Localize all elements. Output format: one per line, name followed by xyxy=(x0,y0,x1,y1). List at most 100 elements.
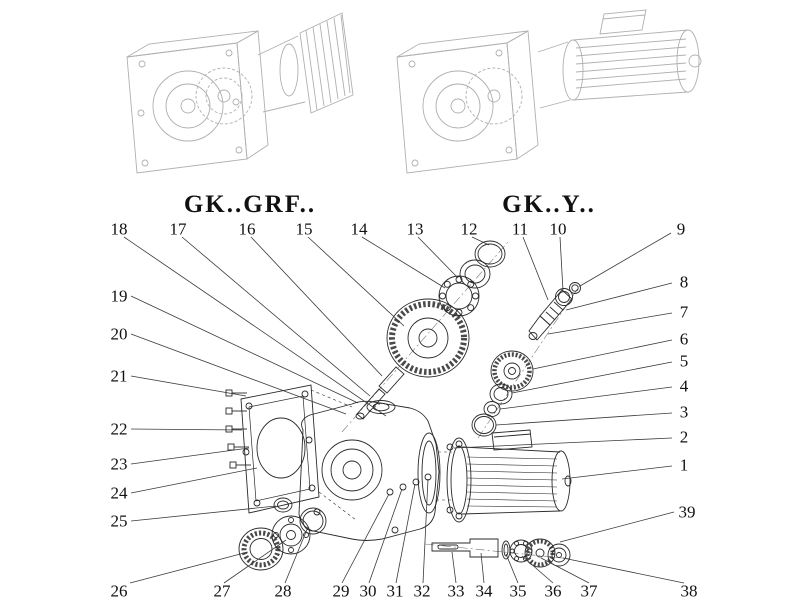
leader-line xyxy=(130,428,243,431)
leader-line xyxy=(499,386,673,410)
leader-line xyxy=(395,483,416,584)
callout-21: 21 xyxy=(110,366,128,386)
input-bearing xyxy=(438,275,480,317)
callout-3: 3 xyxy=(679,402,689,422)
callout-19: 19 xyxy=(110,286,128,306)
exploded-view xyxy=(225,240,583,571)
variant-label-gk-y: GK..Y.. xyxy=(502,191,596,218)
leader-line xyxy=(505,553,519,584)
callout-16: 16 xyxy=(238,219,256,239)
callout-35: 35 xyxy=(509,581,527,600)
spacer-washers xyxy=(471,383,513,437)
leader-line xyxy=(422,478,429,584)
leader-line xyxy=(522,236,549,301)
callout-23: 23 xyxy=(110,454,128,474)
leader-line xyxy=(130,333,347,415)
pinion-shaft xyxy=(528,289,573,341)
callout-29: 29 xyxy=(332,581,350,600)
callout-15: 15 xyxy=(295,219,313,239)
callout-30: 30 xyxy=(359,581,377,600)
leader-line xyxy=(130,505,277,522)
callout-26: 26 xyxy=(110,581,128,600)
callout-11: 11 xyxy=(511,219,529,239)
leader-line xyxy=(532,339,673,370)
seal-ring xyxy=(474,240,506,268)
callout-28: 28 xyxy=(274,581,292,600)
callout-20: 20 xyxy=(110,324,128,344)
leader-line xyxy=(547,312,673,335)
leader-line xyxy=(130,447,250,465)
callout-7: 7 xyxy=(679,302,689,322)
output-shaft-assembly xyxy=(431,538,571,568)
leader-line xyxy=(562,557,685,584)
assembled-view-gk-grf xyxy=(126,12,354,174)
callout-36: 36 xyxy=(544,581,562,600)
callout-10: 10 xyxy=(549,219,567,239)
callout-13: 13 xyxy=(406,219,424,239)
leader-line xyxy=(559,236,564,292)
leader-lines xyxy=(123,232,685,584)
leader-line xyxy=(129,551,249,584)
leader-line xyxy=(223,539,287,584)
leader-line xyxy=(250,236,383,377)
input-shaft xyxy=(355,366,405,420)
variant-label-gk-grf: GK..GRF.. xyxy=(183,191,317,218)
callout-27: 27 xyxy=(213,581,231,600)
leader-line xyxy=(130,295,359,404)
leader-line xyxy=(123,236,387,417)
callout-18: 18 xyxy=(110,219,128,239)
callout-25: 25 xyxy=(110,511,128,531)
callout-34: 34 xyxy=(475,581,493,600)
callout-6: 6 xyxy=(679,329,689,349)
callout-39: 39 xyxy=(678,502,696,522)
callout-22: 22 xyxy=(110,419,128,439)
leader-line xyxy=(130,467,258,494)
leader-line xyxy=(341,493,390,584)
leader-line xyxy=(480,552,485,584)
flange-plate xyxy=(240,384,320,514)
leader-line xyxy=(471,236,490,246)
callout-5: 5 xyxy=(679,351,689,371)
leader-line xyxy=(559,511,675,543)
electric-motor xyxy=(446,429,572,523)
callout-9: 9 xyxy=(676,219,686,239)
leader-line xyxy=(511,361,673,394)
callout-4: 4 xyxy=(679,376,689,396)
leader-line xyxy=(368,488,403,584)
housing-fasteners xyxy=(386,473,432,496)
callout-1: 1 xyxy=(679,455,689,475)
pinion-rings xyxy=(555,282,581,306)
callout-38: 38 xyxy=(680,581,698,600)
leader-line xyxy=(451,551,457,584)
leader-line xyxy=(307,236,405,327)
callout-33: 33 xyxy=(447,581,465,600)
callout-24: 24 xyxy=(110,483,128,503)
callout-14: 14 xyxy=(350,219,368,239)
gear-housing xyxy=(298,400,441,541)
leader-line xyxy=(130,375,247,397)
leader-line xyxy=(561,465,673,480)
input-gear xyxy=(386,298,470,378)
leader-line xyxy=(361,236,446,289)
mounting-bolts xyxy=(225,389,251,469)
leader-line xyxy=(417,236,459,279)
callout-2: 2 xyxy=(679,427,689,447)
leader-line xyxy=(540,557,590,584)
leader-line xyxy=(453,437,673,449)
callout-17: 17 xyxy=(169,219,187,239)
alignment-lines xyxy=(310,389,452,521)
leader-line xyxy=(521,555,554,584)
callout-31: 31 xyxy=(386,581,404,600)
callout-32: 32 xyxy=(413,581,431,600)
bearing-race-ring xyxy=(459,259,491,289)
leader-line xyxy=(579,232,672,287)
leader-line xyxy=(495,412,673,426)
leader-line xyxy=(181,236,371,397)
callout-37: 37 xyxy=(580,581,598,600)
assembled-view-gk-y xyxy=(396,9,702,174)
callout-12: 12 xyxy=(460,219,478,239)
leader-line xyxy=(565,282,673,311)
leader-line xyxy=(284,526,309,584)
